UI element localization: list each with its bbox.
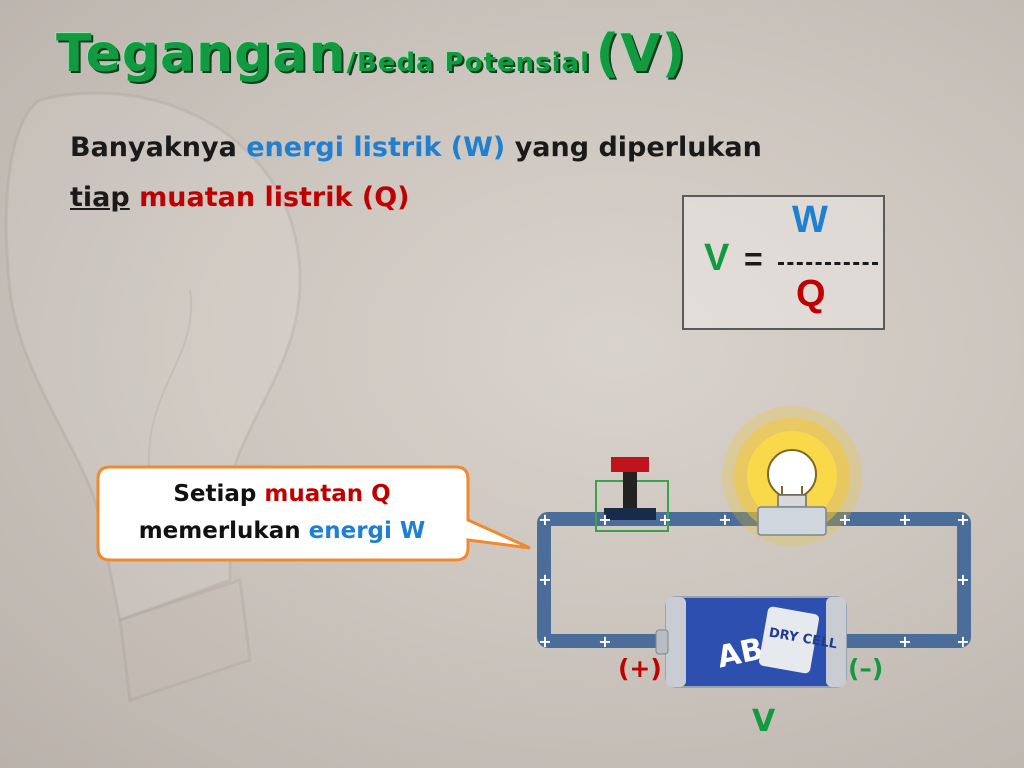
callout-word-3: memerlukan: [138, 518, 301, 544]
terminal-positive-label: (+): [618, 654, 662, 683]
plus-sign: +: [598, 632, 611, 651]
callout-energy: energi W: [308, 518, 426, 544]
plus-sign: +: [538, 632, 551, 651]
callout-charge: muatan Q: [264, 481, 391, 507]
plus-sign: +: [898, 632, 911, 651]
title-symbol: (V): [595, 24, 687, 84]
plus-sign: +: [956, 632, 969, 651]
plus-sign: +: [956, 570, 969, 589]
formula-numerator: W: [792, 199, 828, 241]
definition-energy: energi listrik (W): [246, 132, 506, 163]
plus-sign: +: [598, 510, 611, 529]
formula-fraction-line: [778, 262, 878, 265]
plus-sign: +: [658, 510, 671, 529]
definition-word-3: yang diperlukan: [514, 132, 762, 163]
definition-charge: muatan listrik (Q): [139, 182, 410, 213]
plus-sign: +: [538, 510, 551, 529]
plus-sign: +: [838, 510, 851, 529]
definition-text: Banyaknya energi listrik (W) yang diperl…: [70, 123, 762, 223]
battery-icon: ABC DRY CELL: [655, 596, 847, 688]
callout-text: Setiap muatan Q memerlukan energi W: [98, 476, 466, 550]
voltage-label: V: [752, 704, 776, 739]
definition-word-1: Banyaknya: [70, 132, 237, 163]
plus-sign: +: [538, 570, 551, 589]
plus-sign: +: [718, 510, 731, 529]
title-main: Tegangan: [56, 24, 347, 84]
formula-denominator: Q: [796, 273, 826, 315]
terminal-negative-label: (–): [848, 654, 884, 683]
formula-voltage: V: [704, 237, 730, 279]
callout-word-1: Setiap: [173, 481, 257, 507]
plus-sign: +: [898, 510, 911, 529]
title-sub: /Beda Potensial: [346, 48, 590, 78]
formula-box: W V = Q: [682, 195, 885, 330]
charge-plus-signs: + + + + + + + + + + + + +: [538, 510, 969, 651]
switch-icon: [595, 457, 669, 532]
formula-equals: =: [744, 241, 763, 277]
lightbulb-icon: [722, 406, 862, 546]
plus-sign: +: [956, 510, 969, 529]
page-title: Tegangan/Beda Potensial (V): [56, 24, 686, 84]
definition-each: tiap: [70, 182, 130, 213]
